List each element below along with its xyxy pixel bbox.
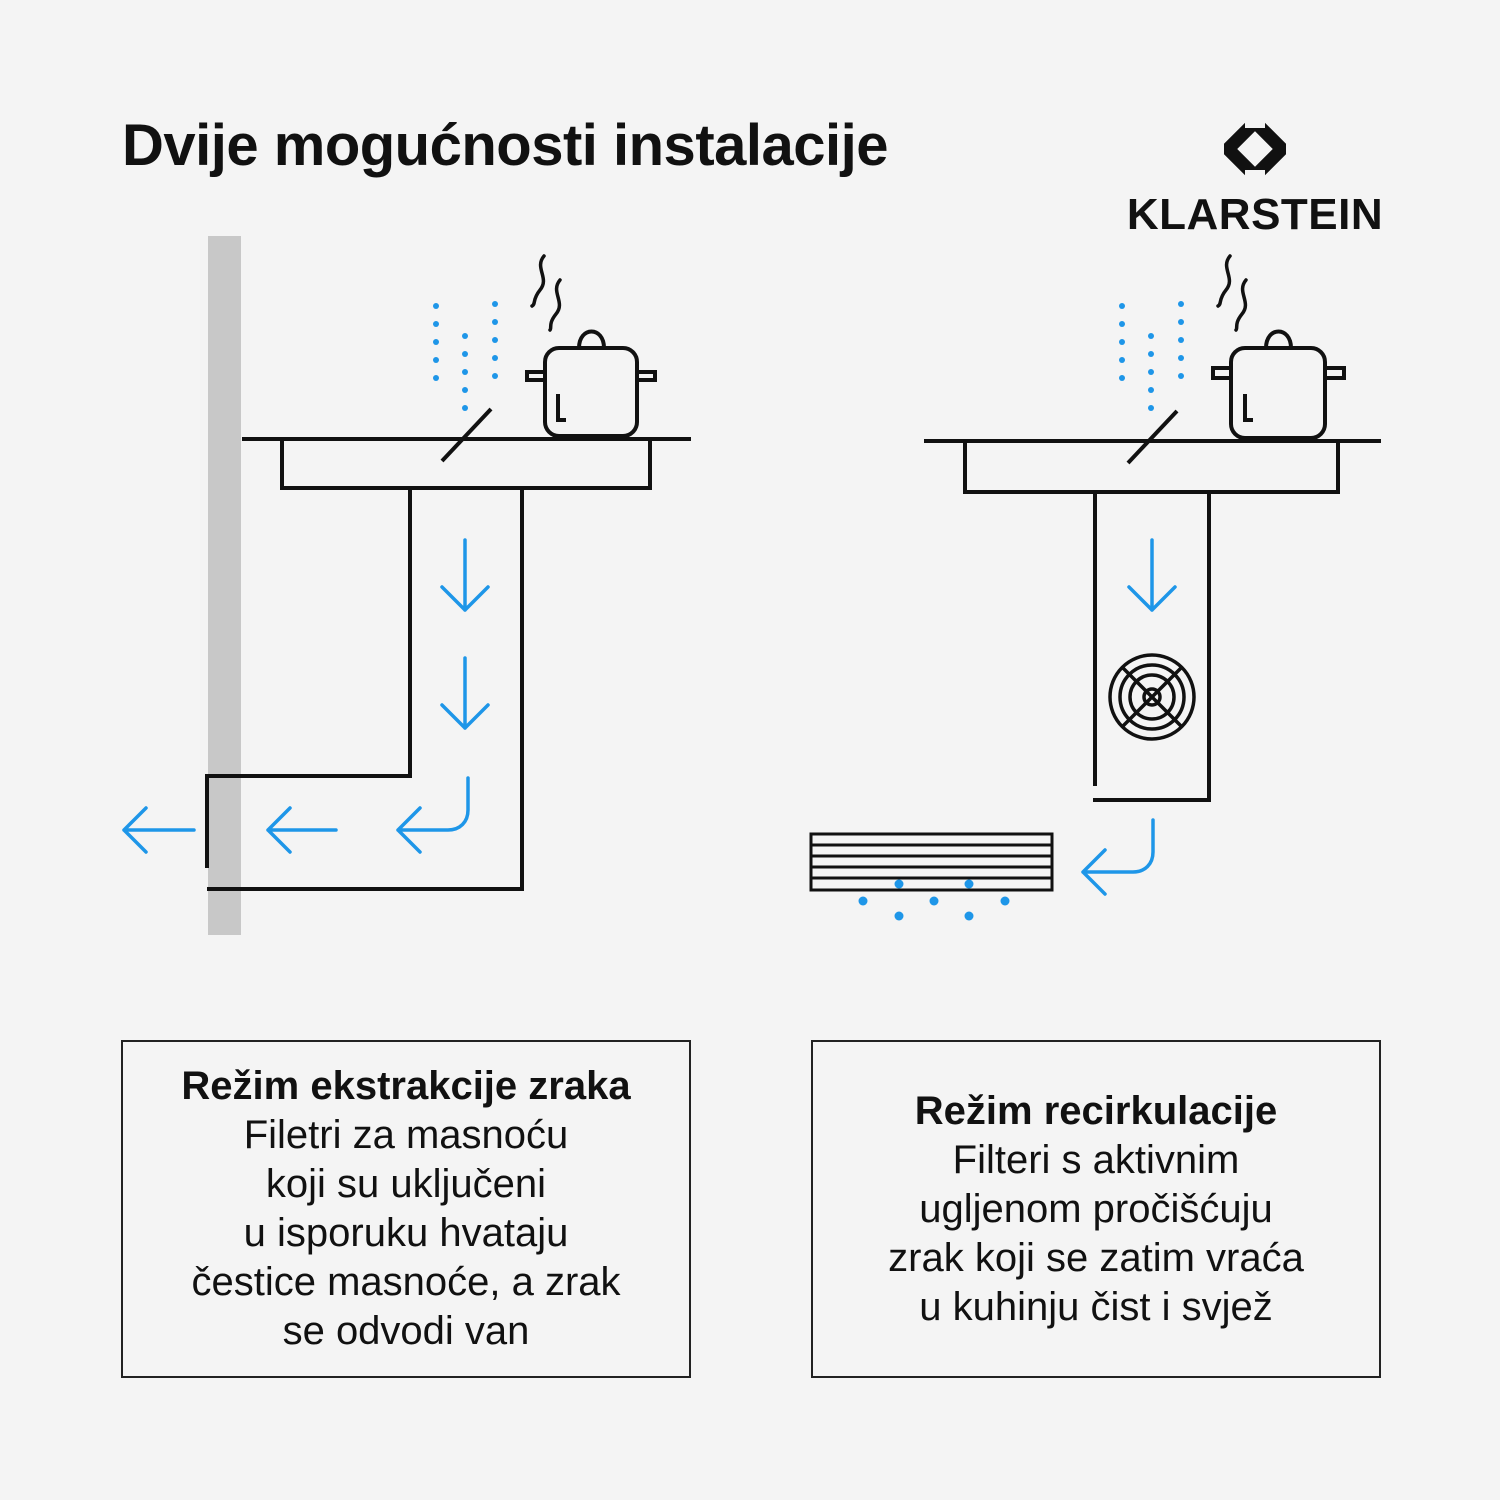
extractor-slot xyxy=(1126,409,1179,465)
extraction-mode-caption: Režim ekstrakcije zraka Filetri za masno… xyxy=(121,1040,691,1378)
airflow-arrows-extraction xyxy=(122,538,490,854)
caption-title: Režim ekstrakcije zraka xyxy=(181,1064,631,1108)
caption-line: se odvodi van xyxy=(282,1309,530,1353)
steam-icon xyxy=(530,254,562,332)
extractor-slot xyxy=(440,407,493,463)
clean-air-dots xyxy=(858,879,1010,921)
arrow-curve-left xyxy=(1081,818,1155,896)
caption-line: ugljenom pročišćuju xyxy=(919,1186,1273,1231)
activated-carbon-filter xyxy=(809,832,1054,892)
brand-logo: KLARSTEIN xyxy=(1120,118,1390,240)
arrow-left xyxy=(122,806,196,854)
arrow-down xyxy=(440,538,490,612)
recirculation-duct xyxy=(963,443,1340,802)
cooking-vapour-dots xyxy=(433,301,498,411)
caption-title: Režim recirkulacije xyxy=(914,1088,1278,1133)
cooking-pot-icon xyxy=(525,329,657,438)
arrow-down xyxy=(1127,538,1177,612)
caption-line: čestice masnoće, a zrak xyxy=(191,1260,621,1304)
steam-icon xyxy=(1216,254,1248,332)
arrow-down xyxy=(440,656,490,730)
recirculation-mode-caption: Režim recirkulacije Filteri s aktivnim u… xyxy=(811,1040,1381,1378)
wall xyxy=(208,236,241,935)
cooking-pot-icon xyxy=(1211,329,1346,440)
airflow-arrows-recirculation xyxy=(1081,538,1177,896)
brand-name: KLARSTEIN xyxy=(1126,190,1384,239)
installation-diagram xyxy=(122,236,1381,935)
caption-line: u kuhinju čist i svjež xyxy=(919,1284,1273,1329)
caption-line: Filteri s aktivnim xyxy=(952,1137,1240,1182)
cooking-vapour-dots xyxy=(1119,301,1184,411)
caption-line: koji su uključeni xyxy=(265,1162,547,1206)
caption-line: Filetri za masnoću xyxy=(243,1113,569,1157)
klarstein-diamond-logo-icon xyxy=(1224,118,1286,180)
caption-line: zrak koji se zatim vraća xyxy=(888,1235,1304,1280)
arrow-curve-left xyxy=(396,776,470,854)
extraction-duct xyxy=(205,441,652,891)
arrow-left xyxy=(266,806,338,854)
page-title: Dvije mogućnosti instalacije xyxy=(122,113,889,178)
caption-line: u isporuku hvataju xyxy=(243,1211,569,1255)
fan-icon xyxy=(1108,653,1196,741)
